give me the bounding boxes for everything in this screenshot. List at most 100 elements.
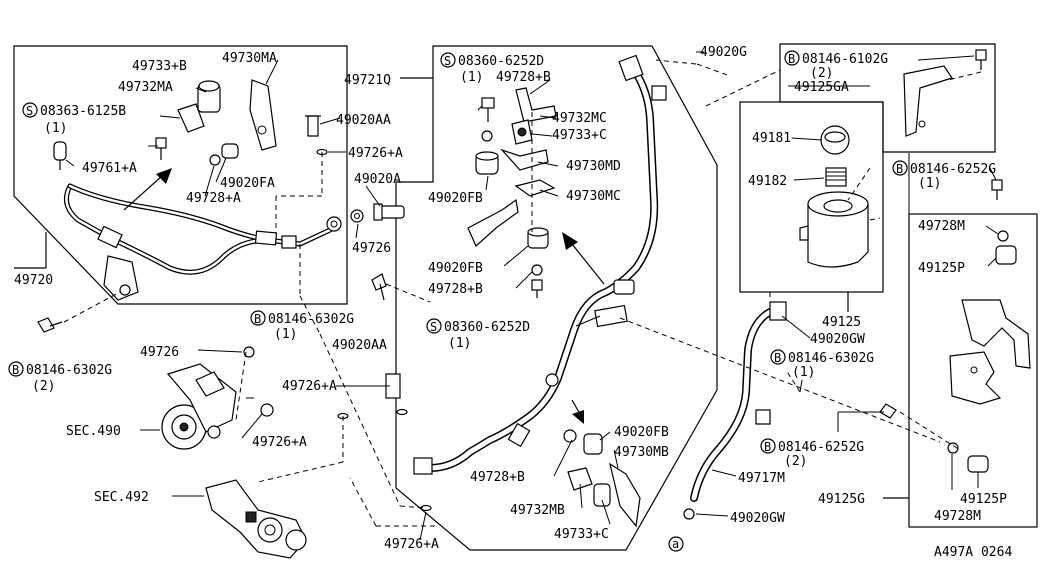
label-08146-6102G-qty: (2)	[810, 66, 833, 81]
svg-text:B: B	[254, 312, 261, 326]
label-49125P-top: 49125P	[918, 261, 965, 276]
b-marker: B	[250, 310, 266, 326]
label-49721Q: 49721Q	[344, 73, 391, 88]
label-08146-6302G-left: 08146-6302G	[26, 363, 112, 378]
label-49125P-low: 49125P	[960, 492, 1007, 507]
label-08146-6302G-mid-qty: (1)	[274, 327, 297, 342]
s-marker: S	[426, 318, 442, 334]
label-49728B-low: 49728+B	[470, 470, 525, 485]
label-49125GA: 49125GA	[794, 80, 849, 95]
svg-text:S: S	[444, 54, 451, 68]
label-08146-6102G: 08146-6102G	[802, 52, 888, 67]
label-08146-6252G-low-qty: (2)	[784, 454, 807, 469]
b-marker: B	[760, 438, 776, 454]
label-08360-mid-qty: (1)	[448, 336, 471, 351]
label-49728M-low: 49728M	[934, 509, 981, 524]
label-08360-top-qty: (1)	[460, 70, 483, 85]
label-49726A-top: 49726+A	[348, 146, 403, 161]
svg-text:B: B	[896, 162, 903, 176]
svg-text:B: B	[764, 440, 771, 454]
reservoir-bracket	[903, 49, 987, 137]
label-49020FB-mid: 49020FB	[428, 261, 483, 276]
svg-text:a: a	[672, 537, 679, 551]
label-08363-6125B: 08363-6125B	[40, 104, 126, 119]
label-08363-qty: (1)	[44, 121, 67, 136]
label-08146-6252G-low: 08146-6252G	[778, 440, 864, 455]
label-08146-6302G-right-qty: (1)	[792, 365, 815, 380]
label-49730MB: 49730MB	[614, 445, 669, 460]
label-49761A: 49761+A	[82, 161, 137, 176]
label-49728M-top: 49728M	[918, 219, 965, 234]
label-49020AA-lower: 49020AA	[332, 338, 387, 353]
right-bracket-assembly	[879, 179, 1031, 473]
label-08146-6302G-mid: 08146-6302G	[268, 312, 354, 327]
label-49732MC: 49732MC	[552, 111, 607, 126]
high-pressure-tube-assembly	[37, 79, 342, 333]
label-sec490: SEC.490	[66, 424, 121, 439]
label-49020GW-low: 49020GW	[730, 511, 785, 526]
label-49728B-mid: 49728+B	[428, 282, 483, 297]
label-49125G: 49125G	[818, 492, 865, 507]
label-sec492: SEC.492	[94, 490, 149, 505]
reservoir-assembly	[799, 125, 881, 268]
s-marker: S	[440, 52, 456, 68]
label-08360-6252D-top: 08360-6252D	[458, 54, 544, 69]
label-leaders	[65, 51, 999, 541]
bolts-and-washers-left	[243, 115, 432, 512]
svg-text:S: S	[26, 104, 33, 118]
b-marker: B	[784, 50, 800, 66]
label-49020G: 49020G	[700, 45, 747, 60]
label-49726-lower: 49726	[140, 345, 179, 360]
label-49726A-left: 49726+A	[252, 435, 307, 450]
label-49020AA-top: 49020AA	[336, 113, 391, 128]
label-49733B: 49733+B	[132, 59, 187, 74]
label-49732MB: 49732MB	[510, 503, 565, 518]
label-49020FB-low: 49020FB	[614, 425, 669, 440]
label-08146-6252G-top: 08146-6252G	[910, 162, 996, 177]
label-49730MC: 49730MC	[566, 189, 621, 204]
center-lower-clamp	[563, 429, 641, 528]
label-49020A: 49020A	[354, 172, 401, 187]
svg-text:B: B	[774, 351, 781, 365]
gear-housing	[205, 479, 307, 559]
label-49726A-bottom: 49726+A	[384, 537, 439, 552]
part-labels: 49730MA 49733+B 49732MA S 08363-6125B (1…	[8, 45, 1012, 560]
label-49020FA: 49020FA	[220, 176, 275, 191]
label-49726A-mid: 49726+A	[282, 379, 337, 394]
label-08146-6302G-left-qty: (2)	[32, 379, 55, 394]
svg-text:S: S	[430, 320, 437, 334]
figure-code: A497A 0264	[934, 545, 1012, 560]
suction-hose-right	[668, 301, 787, 552]
b-marker: B	[8, 361, 24, 377]
label-49733C-low: 49733+C	[554, 527, 609, 542]
label-49181: 49181	[752, 131, 791, 146]
label-49732MA: 49732MA	[118, 80, 173, 95]
label-49728B-top: 49728+B	[496, 70, 551, 85]
label-49730MD: 49730MD	[566, 159, 621, 174]
s-marker: S	[22, 102, 38, 118]
label-49125: 49125	[822, 315, 861, 330]
label-08146-6252G-top-qty: (1)	[918, 176, 941, 191]
label-49726-mid: 49726	[352, 241, 391, 256]
return-hose-center	[413, 54, 667, 475]
center-clamp-parts	[467, 87, 557, 298]
label-49717M: 49717M	[738, 471, 785, 486]
label-08146-6302G-right: 08146-6302G	[788, 351, 874, 366]
b-marker: B	[770, 349, 786, 365]
label-49733C-top: 49733+C	[552, 128, 607, 143]
b-marker: B	[892, 160, 908, 176]
svg-text:B: B	[12, 363, 19, 377]
label-08360-6252D-mid: 08360-6252D	[444, 320, 530, 335]
a-marker: a	[672, 537, 679, 551]
label-49182: 49182	[748, 174, 787, 189]
label-49020GW-top: 49020GW	[810, 332, 865, 347]
label-49720: 49720	[14, 273, 53, 288]
diagram-frames	[13, 43, 1038, 551]
leader-dashes-right	[619, 59, 961, 451]
leader-dashes-left	[235, 152, 436, 527]
pump-assembly	[161, 363, 254, 450]
label-49020FB-top: 49020FB	[428, 191, 483, 206]
label-49730MA: 49730MA	[222, 51, 277, 66]
label-49728A: 49728+A	[186, 191, 241, 206]
